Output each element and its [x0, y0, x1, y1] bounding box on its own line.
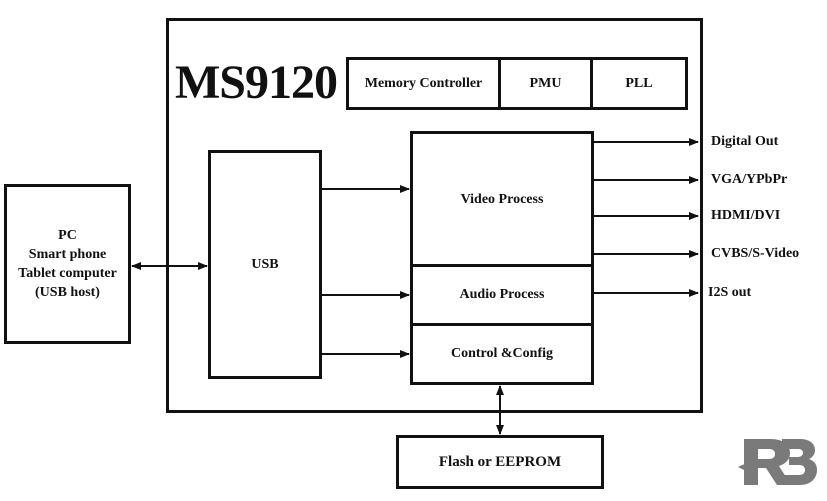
- chip-title: MS9120: [175, 56, 338, 109]
- memory-controller-label: Memory Controller: [364, 75, 483, 91]
- pll-label: PLL: [625, 75, 653, 91]
- control-config-block: Control &Config: [410, 323, 594, 385]
- host-line-tablet: Tablet computer: [18, 266, 117, 281]
- usb-label: USB: [251, 256, 279, 272]
- pmu-block: PMU: [498, 57, 593, 110]
- flash-eeprom-block: Flash or EEPROM: [396, 435, 604, 489]
- pll-block: PLL: [590, 57, 688, 110]
- video-process-block: Video Process: [410, 131, 594, 268]
- video-process-label: Video Process: [460, 191, 544, 207]
- output-vga-ypbpr: VGA/YPbPr: [711, 172, 788, 187]
- host-line-smartphone: Smart phone: [28, 247, 107, 262]
- output-hdmi-dvi: HDMI/DVI: [711, 208, 781, 223]
- memory-controller-block: Memory Controller: [346, 57, 501, 110]
- output-cvbs-svideo: CVBS/S-Video: [711, 246, 800, 261]
- audio-process-label: Audio Process: [459, 287, 545, 302]
- rb-logo-icon: [738, 439, 817, 485]
- output-digital-out: Digital Out: [711, 134, 779, 149]
- host-line-pc: PC: [58, 228, 77, 243]
- output-i2s-out: I2S out: [708, 285, 752, 300]
- control-config-label: Control &Config: [450, 346, 554, 361]
- flash-eeprom-label: Flash or EEPROM: [438, 453, 562, 470]
- host-line-usb-host: (USB host): [35, 285, 100, 300]
- pmu-label: PMU: [529, 75, 562, 91]
- usb-host-block: PC Smart phone Tablet computer (USB host…: [4, 184, 131, 344]
- usb-block: USB: [208, 150, 322, 379]
